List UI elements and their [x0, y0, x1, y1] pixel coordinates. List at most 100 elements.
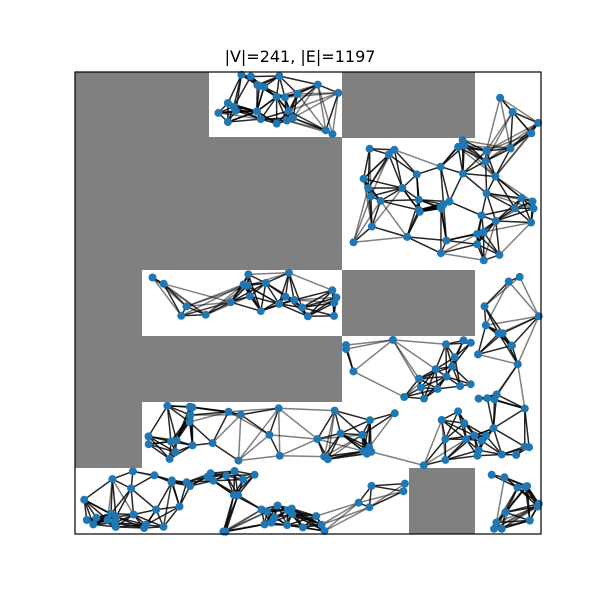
graph-edge	[483, 220, 497, 261]
graph-edge	[449, 200, 482, 217]
graph-edge	[379, 200, 408, 238]
graph-node	[474, 394, 483, 403]
graph-edge	[269, 434, 318, 440]
graph-edge	[256, 96, 278, 113]
graph-node	[403, 232, 411, 241]
graph-edge	[227, 74, 243, 104]
graph-node	[107, 509, 115, 518]
graph-node	[252, 107, 261, 116]
graph-node	[283, 521, 292, 530]
graph-edge	[495, 197, 523, 222]
graph-node	[454, 142, 463, 151]
graph-edge	[494, 175, 533, 203]
graph-node	[80, 495, 89, 504]
graph-edge	[526, 486, 531, 521]
graph-node	[510, 204, 519, 213]
graph-edge	[462, 172, 488, 194]
graph-node	[513, 483, 522, 492]
obstacle-2	[75, 137, 342, 270]
graph-edge	[279, 75, 318, 86]
graph-edge	[205, 295, 251, 316]
graph-node	[89, 520, 98, 529]
graph-node	[175, 502, 184, 511]
graph-edge	[380, 198, 419, 202]
graph-edge	[371, 482, 405, 487]
graph-edge	[228, 411, 270, 436]
graph-edge	[358, 490, 404, 504]
graph-node	[431, 365, 440, 374]
graph-node	[433, 384, 442, 393]
graph-node	[479, 228, 488, 236]
graph-node	[515, 272, 524, 281]
graph-node	[163, 401, 172, 410]
graph-node	[257, 505, 266, 514]
graph-edge	[393, 149, 404, 189]
graph-node	[508, 108, 517, 116]
graph-edge	[189, 421, 214, 444]
graph-node	[414, 206, 423, 214]
graph-edge	[477, 325, 487, 355]
graph-edge	[494, 176, 516, 209]
graph-edge	[493, 427, 526, 448]
graph-edge	[477, 453, 502, 457]
graph-edge	[205, 285, 248, 316]
graph-node	[483, 394, 492, 403]
graph-edge	[451, 365, 472, 385]
graph-edge	[485, 281, 510, 326]
graph-edge	[163, 283, 231, 303]
graph-edge	[486, 192, 516, 209]
graph-node	[171, 448, 180, 457]
graph-edge	[440, 252, 484, 262]
graph-node	[366, 416, 374, 425]
graph-node	[159, 522, 168, 531]
graph-edge	[435, 344, 447, 370]
graph-node	[490, 524, 499, 533]
graph-edge	[277, 408, 281, 456]
graph-node	[448, 362, 457, 371]
graph-edge	[130, 488, 135, 515]
graph-edge	[505, 511, 531, 522]
graph-node	[487, 470, 496, 479]
graph-node	[459, 336, 468, 345]
obstacle-layer	[75, 72, 475, 534]
graph-edge	[451, 340, 465, 367]
graph-edge	[441, 419, 467, 440]
graph-edge	[265, 282, 280, 305]
graph-edge	[495, 220, 501, 255]
graph-node	[342, 341, 350, 350]
graph-node	[477, 436, 486, 445]
graph-edge	[288, 272, 295, 301]
graph-edge	[260, 296, 286, 312]
graph-edge	[294, 296, 337, 301]
graph-node	[492, 518, 501, 527]
graph-edge	[340, 419, 371, 435]
graph-node	[188, 441, 197, 450]
graph-edge	[325, 92, 340, 131]
graph-edge	[499, 97, 539, 124]
graph-edge	[189, 410, 229, 423]
graph-node	[359, 174, 368, 183]
graph-edge	[162, 506, 181, 528]
graph-node	[141, 520, 150, 529]
graph-edge	[363, 177, 403, 189]
obstacle-6	[342, 72, 475, 138]
graph-node	[470, 431, 479, 440]
graph-node	[367, 222, 376, 231]
graph-node	[500, 473, 509, 482]
graph-node	[442, 236, 451, 245]
graph-edge	[228, 407, 279, 413]
graph-edge	[190, 410, 229, 416]
graph-node	[400, 393, 409, 401]
graph-node	[239, 280, 248, 289]
graph-node	[128, 467, 137, 476]
graph-node	[330, 406, 339, 415]
graph-edge	[440, 243, 478, 254]
graph-edge	[403, 368, 437, 398]
graph-edge	[482, 231, 501, 256]
graph-edge	[111, 479, 117, 518]
graph-edge	[278, 303, 309, 317]
graph-node	[330, 298, 339, 307]
graph-node	[365, 144, 374, 153]
graph-node	[517, 194, 526, 203]
graph-edge	[463, 145, 496, 178]
